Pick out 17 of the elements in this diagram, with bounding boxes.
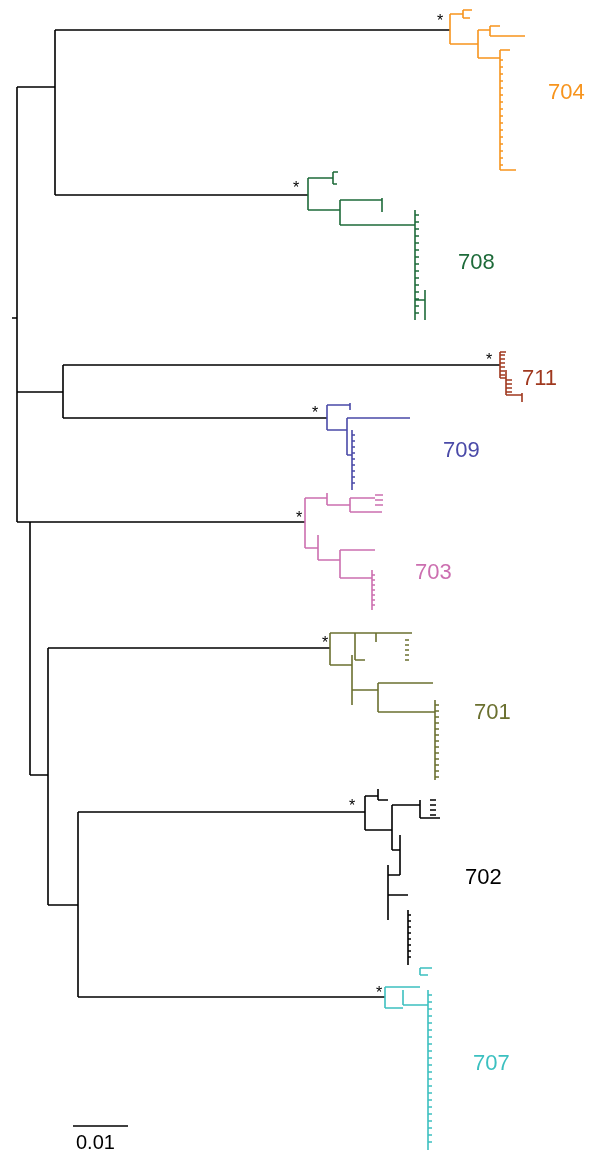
clade-label: 701 — [474, 701, 511, 723]
clade-label: 703 — [415, 561, 452, 583]
support-asterisk: * — [376, 985, 383, 1001]
support-asterisk: * — [312, 405, 319, 421]
support-asterisk: * — [349, 798, 356, 814]
clade-label: 707 — [473, 1052, 510, 1074]
support-asterisk: * — [486, 352, 493, 368]
clade-label: 708 — [458, 251, 495, 273]
scale-label: 0.01 — [76, 1132, 115, 1152]
clade-label: 709 — [443, 439, 480, 461]
clade-label: 711 — [522, 367, 558, 389]
support-asterisk: * — [437, 13, 444, 29]
clade-label: 702 — [465, 866, 502, 888]
clade-label: 704 — [548, 81, 585, 103]
support-asterisk: * — [293, 180, 300, 196]
support-asterisk: * — [296, 510, 303, 526]
support-asterisk: * — [322, 635, 329, 651]
